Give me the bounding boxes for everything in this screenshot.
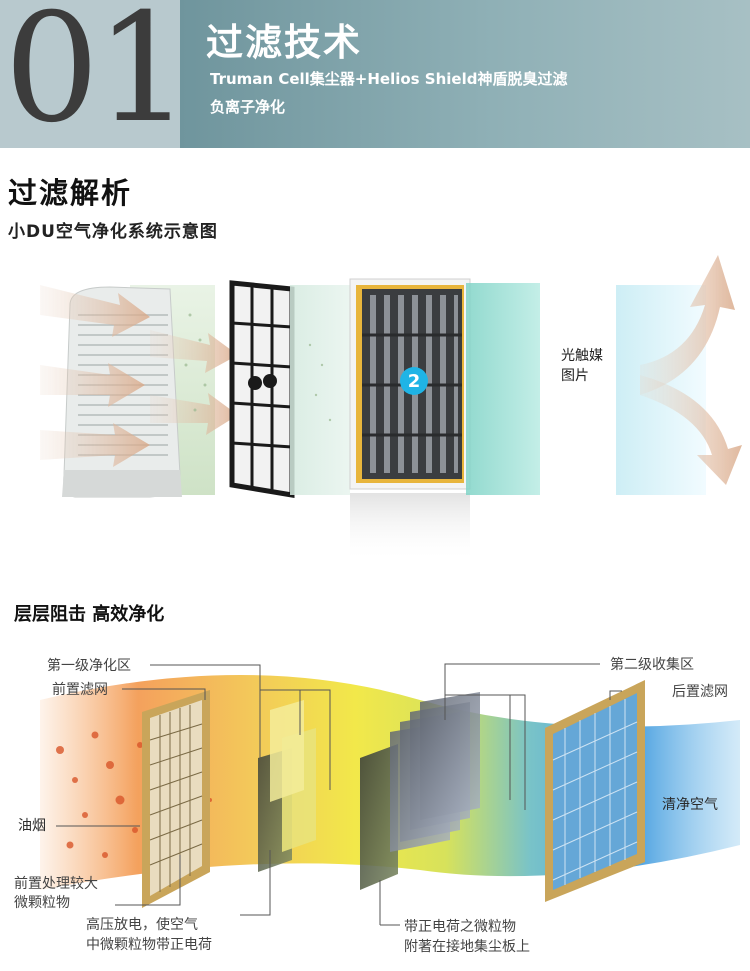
pre-filter-frame	[142, 690, 210, 908]
air-particles	[184, 313, 332, 422]
incoming-air-arrows	[40, 285, 238, 467]
label-clean-air: 清净空气	[662, 797, 718, 813]
photo-placeholder-line1: 光触媒	[561, 348, 603, 364]
layers-title: 层层阻击 高效净化	[14, 604, 165, 625]
filtration-illustration: 2	[40, 255, 742, 563]
photo-placeholder-label: 光触媒 图片	[561, 346, 603, 386]
banner-title-panel	[180, 0, 750, 148]
section-subtitle-line2: 负离子净化	[210, 98, 286, 116]
collector-plates	[360, 692, 480, 890]
analysis-subtitle: 小DU空气净化系统示意图	[8, 222, 218, 242]
collector-module: 2	[349, 278, 471, 563]
outgoing-air-arrows	[640, 255, 742, 485]
label-high-voltage-line2: 中微颗粒物带正电荷	[86, 937, 212, 953]
analysis-title: 过滤解析	[8, 176, 133, 210]
label-stage1: 第一级净化区	[47, 658, 131, 674]
label-charged-line2: 附著在接地集尘板上	[404, 939, 530, 955]
label-charged-line1: 带正电荷之微粒物	[404, 919, 516, 935]
filter-badge-number: 2	[408, 371, 421, 392]
oil-smoke-particles	[56, 731, 212, 858]
layered-purification-diagram	[40, 663, 740, 926]
label-oil-smoke: 油烟	[18, 818, 46, 834]
section-subtitle-line1: Truman Cell集尘器+Helios Shield神盾脱臭过滤	[210, 70, 568, 88]
label-pre-treat-line1: 前置处理较大	[14, 876, 98, 892]
section-number: 01	[4, 0, 191, 156]
label-pre-filter: 前置滤网	[52, 682, 108, 698]
teal-filter-layer	[466, 283, 540, 495]
label-high-voltage-line1: 高压放电，使空气	[86, 917, 198, 933]
mesh-prefilter	[229, 280, 295, 498]
post-filter-frame	[545, 680, 645, 902]
banner-number-panel	[0, 0, 180, 148]
label-post-filter: 后置滤网	[672, 684, 728, 700]
leader-lines	[56, 663, 622, 926]
section-title: 过滤技术	[206, 21, 362, 64]
label-stage2: 第二级收集区	[610, 657, 694, 673]
photo-placeholder-line2: 图片	[561, 368, 589, 384]
header-banner: 01 过滤技术 Truman Cell集尘器+Helios Shield神盾脱臭…	[0, 0, 750, 148]
green-filter-layer	[290, 285, 350, 495]
label-pre-treat-line2: 微颗粒物	[14, 895, 70, 911]
ionizer-plates	[258, 700, 316, 872]
